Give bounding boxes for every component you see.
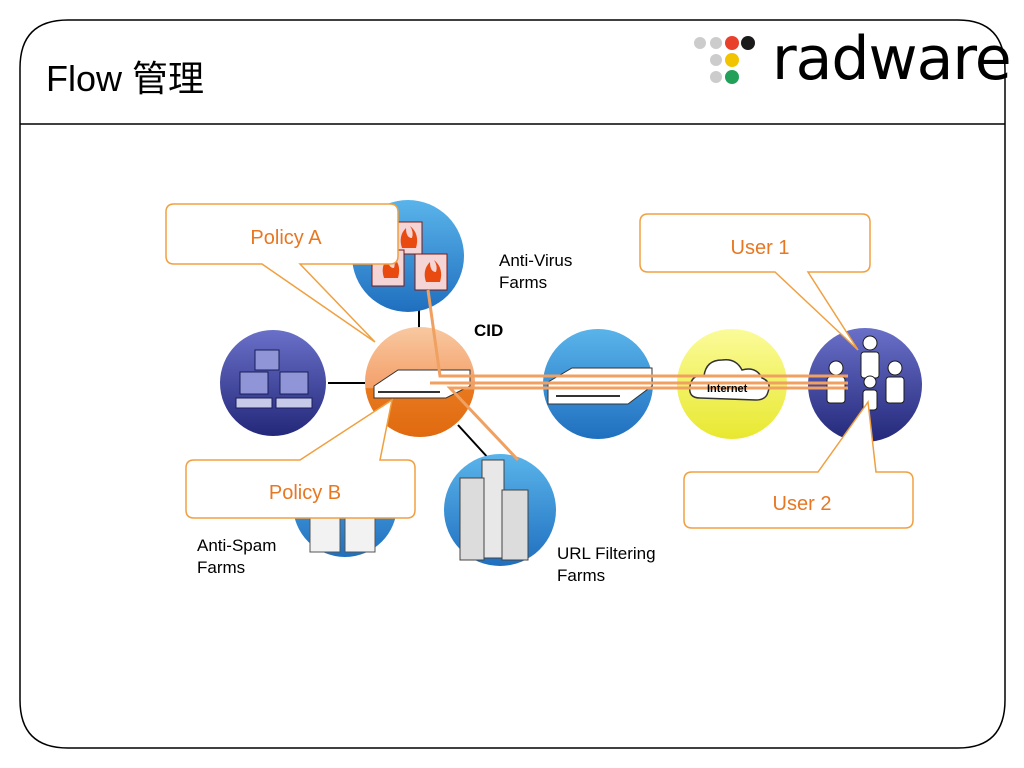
callout-policy-a xyxy=(165,203,399,343)
callout-user-2-label: User 2 xyxy=(772,493,832,515)
logo-wordmark: radware xyxy=(772,24,1012,94)
anti-virus-label-line1: Anti-Virus xyxy=(499,251,573,270)
anti-spam-label-line2: Farms xyxy=(197,558,246,577)
url-filtering-node xyxy=(444,454,556,566)
flow-lines xyxy=(426,289,848,462)
anti-spam-label-line1: Anti-Spam xyxy=(197,536,277,555)
anti-virus-label-line2: Farms xyxy=(499,273,548,292)
link-cid-url xyxy=(457,424,491,461)
url-filtering-label: URL Filtering Farms xyxy=(557,543,656,587)
servers-node xyxy=(220,330,326,436)
page-title: Flow 管理 xyxy=(46,58,205,99)
callout-user-1-label: User 1 xyxy=(730,237,790,259)
callout-policy-b xyxy=(185,398,416,519)
url-filtering-label-line2: Farms xyxy=(557,566,606,585)
callout-user-1 xyxy=(639,213,871,351)
callout-policy-b-label: Policy B xyxy=(268,482,342,504)
cid-label: CID xyxy=(474,321,504,340)
internet-label: Internet xyxy=(707,383,748,395)
anti-spam-label: Anti-Spam Farms xyxy=(197,535,276,579)
callout-policy-a-label: Policy A xyxy=(250,227,322,249)
anti-virus-label: Anti-Virus Farms xyxy=(499,250,572,294)
url-filtering-label-line1: URL Filtering xyxy=(557,544,656,563)
slide-border xyxy=(19,19,1006,749)
callout-user-2 xyxy=(683,399,914,529)
radware-logo-icon xyxy=(694,36,755,84)
